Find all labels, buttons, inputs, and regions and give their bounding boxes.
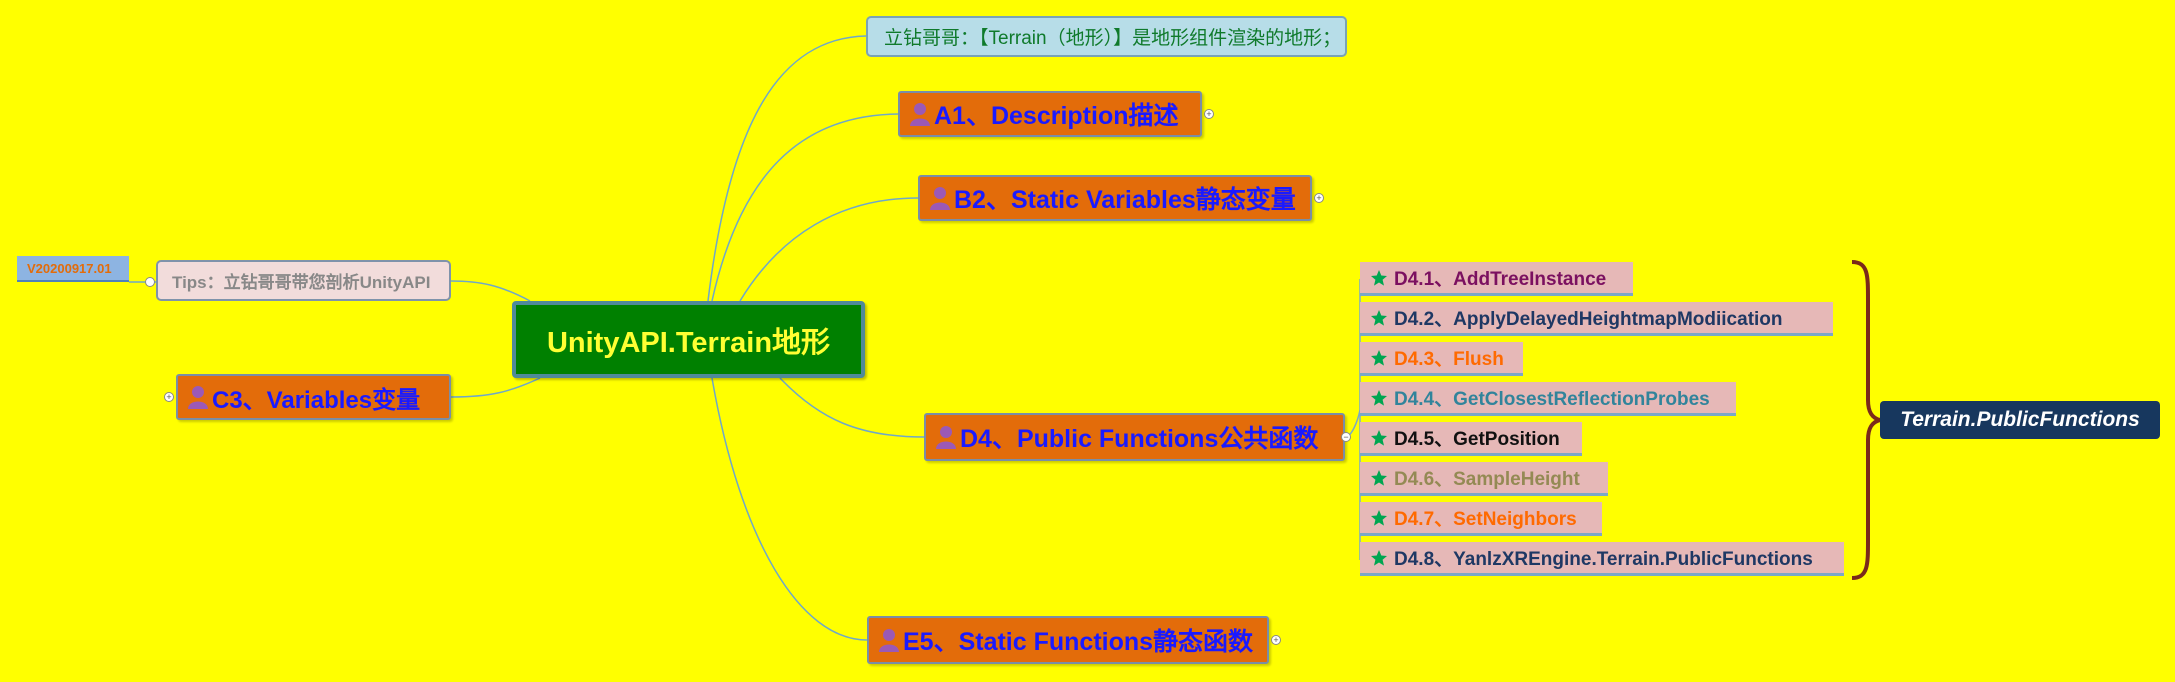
person-icon — [936, 426, 956, 449]
summary-topic[interactable]: Terrain.PublicFunctions — [1880, 401, 2160, 439]
connector-c3 — [450, 377, 541, 398]
d4-item-6-label: D4.6、SampleHeight — [1394, 469, 1580, 490]
branch-d4[interactable]: D4、Public Functions公共函数 — [924, 413, 1345, 461]
star-icon — [1371, 389, 1387, 406]
star-icon — [1371, 549, 1387, 566]
expand-tips-button[interactable] — [145, 277, 155, 287]
person-icon — [910, 103, 930, 126]
person-icon — [879, 629, 899, 652]
star-icon — [1371, 309, 1387, 326]
d4-item-5[interactable]: D4.5、GetPosition — [1360, 422, 1582, 456]
branch-e5[interactable]: E5、Static Functions静态函数 — [867, 616, 1269, 664]
note-label: 立钻哥哥：【Terrain（地形）】是地形组件渲染的地形； — [884, 28, 1342, 49]
star-icon — [1371, 349, 1387, 366]
connector-tips — [450, 280, 531, 302]
central-topic-label: UnityAPI.Terrain地形 — [546, 326, 831, 359]
expand-e5-button[interactable]: + — [1271, 635, 1281, 645]
central-topic[interactable]: UnityAPI.Terrain地形 — [512, 301, 865, 378]
connector-b2 — [739, 197, 919, 302]
d4-item-1[interactable]: D4.1、AddTreeInstance — [1360, 262, 1633, 296]
note-topic[interactable]: 立钻哥哥：【Terrain（地形）】是地形组件渲染的地形； — [866, 16, 1347, 57]
connector-d4 — [779, 377, 925, 438]
version-label[interactable]: V20200917.01 — [17, 256, 129, 282]
tips-label: Tips：立钻哥哥带您剖析UnityAPI — [172, 273, 431, 292]
person-icon — [188, 386, 208, 409]
d4-tree-lines — [1344, 279, 1361, 560]
person-icon — [930, 187, 950, 210]
d4-item-1-label: D4.1、AddTreeInstance — [1394, 269, 1607, 290]
tips-topic[interactable]: Tips：立钻哥哥带您剖析UnityAPI — [156, 260, 451, 301]
branch-e5-label: E5、Static Functions静态函数 — [903, 628, 1254, 656]
d4-item-2[interactable]: D4.2、ApplyDelayedHeightmapModiication — [1360, 302, 1833, 336]
d4-item-6[interactable]: D4.6、SampleHeight — [1360, 462, 1608, 496]
branch-b2-label: B2、Static Variables静态变量 — [954, 186, 1296, 214]
summary-label: Terrain.PublicFunctions — [1900, 408, 2140, 431]
connector-e5 — [711, 377, 868, 641]
connector-a1 — [711, 113, 899, 302]
d4-item-5-label: D4.5、GetPosition — [1394, 429, 1560, 450]
d4-item-3-label: D4.3、Flush — [1394, 349, 1504, 370]
brace-icon — [1851, 260, 1881, 580]
star-icon — [1371, 429, 1387, 446]
d4-item-8-label: D4.8、YanlzXREngine.Terrain.PublicFunctio… — [1394, 549, 1813, 570]
d4-item-3[interactable]: D4.3、Flush — [1360, 342, 1523, 376]
d4-item-4-label: D4.4、GetClosestReflectionProbes — [1394, 389, 1710, 410]
branch-a1[interactable]: A1、Description描述 — [898, 91, 1202, 137]
expand-b2-button[interactable]: + — [1314, 193, 1324, 203]
branch-c3-label: C3、Variables变量 — [212, 386, 421, 414]
star-icon — [1371, 269, 1387, 286]
d4-item-7-label: D4.7、SetNeighbors — [1394, 509, 1577, 530]
d4-item-4[interactable]: D4.4、GetClosestReflectionProbes — [1360, 382, 1736, 416]
d4-item-2-label: D4.2、ApplyDelayedHeightmapModiication — [1394, 309, 1783, 330]
star-icon — [1371, 469, 1387, 486]
star-icon — [1371, 509, 1387, 526]
d4-item-8[interactable]: D4.8、YanlzXREngine.Terrain.PublicFunctio… — [1360, 542, 1844, 576]
branch-a1-label: A1、Description描述 — [934, 102, 1179, 130]
branch-d4-label: D4、Public Functions公共函数 — [960, 425, 1319, 453]
version-text: V20200917.01 — [27, 260, 112, 276]
expand-a1-button[interactable]: + — [1204, 109, 1214, 119]
branch-b2[interactable]: B2、Static Variables静态变量 — [918, 175, 1312, 221]
connector-note — [707, 35, 867, 302]
collapse-d4-button[interactable]: − — [1341, 432, 1351, 442]
d4-item-7[interactable]: D4.7、SetNeighbors — [1360, 502, 1602, 536]
branch-c3[interactable]: C3、Variables变量 — [176, 374, 451, 420]
expand-c3-button[interactable]: + — [164, 392, 174, 402]
